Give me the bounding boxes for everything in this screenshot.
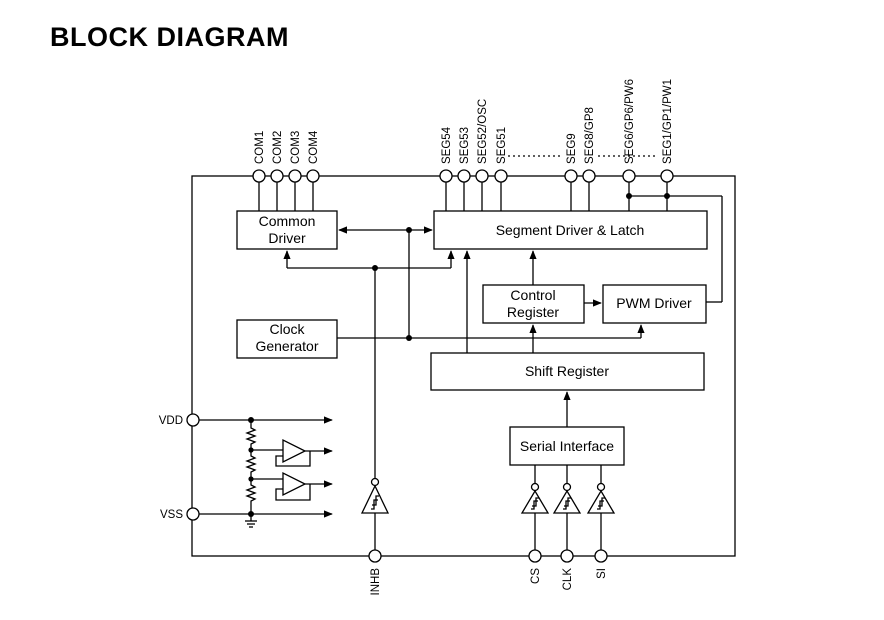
label-inhb: INHB (370, 568, 382, 596)
pin-circles (186, 169, 674, 563)
common-driver-label-1: Common (259, 213, 316, 229)
pin-seg9 (564, 169, 578, 183)
left-pin-labels: VDD VSS (159, 415, 184, 521)
pin-seg8 (582, 169, 596, 183)
label-cs: CS (530, 568, 542, 584)
label-seg9: SEG9 (566, 133, 578, 164)
label-com1: COM1 (254, 131, 266, 164)
label-vdd: VDD (159, 415, 183, 427)
segment-driver-label: Segment Driver & Latch (496, 222, 645, 238)
label-vss: VSS (160, 509, 183, 521)
pin-com1 (252, 169, 266, 183)
serial-interface-block: Serial Interface (509, 426, 625, 466)
label-seg6-gp6-pw6: SEG6/GP6/PW6 (624, 79, 636, 164)
pin-clk (560, 549, 574, 563)
input-buffers (360, 477, 616, 550)
clock-generator-label-2: Generator (255, 338, 318, 354)
pin-seg52 (475, 169, 489, 183)
label-seg8-gp8: SEG8/GP8 (584, 107, 596, 164)
shift-register-label: Shift Register (525, 363, 609, 379)
serial-interface-label: Serial Interface (520, 438, 614, 454)
label-com4: COM4 (308, 130, 320, 164)
control-register-label-1: Control (510, 287, 555, 303)
internal-wiring (283, 226, 645, 483)
clock-generator-label-1: Clock (269, 321, 305, 337)
label-seg53: SEG53 (459, 127, 471, 164)
shift-register-block: Shift Register (430, 352, 705, 391)
common-driver-block: Common Driver (236, 210, 338, 250)
segment-driver-block: Segment Driver & Latch (433, 210, 708, 250)
top-pin-labels: COM1 COM2 COM3 COM4 SEG54 SEG53 SEG52/OS… (254, 79, 674, 164)
pwm-driver-block: PWM Driver (602, 284, 707, 324)
bottom-pin-labels: INHB CS CLK SI (370, 568, 608, 596)
label-com3: COM3 (290, 131, 302, 164)
pin-vss (186, 507, 200, 521)
pin-seg54 (439, 169, 453, 183)
pin-si (594, 549, 608, 563)
pin-seg1 (660, 169, 674, 183)
pwm-driver-label: PWM Driver (616, 295, 692, 311)
label-seg52-osc: SEG52/OSC (477, 99, 489, 164)
label-seg51: SEG51 (496, 127, 508, 164)
label-clk: CLK (562, 568, 574, 591)
pin-com4 (306, 169, 320, 183)
power-circuit (199, 416, 333, 528)
pin-seg6 (622, 169, 636, 183)
pin-seg53 (457, 169, 471, 183)
control-register-block: Control Register (482, 284, 585, 324)
pin-inhb (368, 549, 382, 563)
clock-generator-block: Clock Generator (236, 319, 338, 359)
label-seg1-gp1-pw1: SEG1/GP1/PW1 (662, 79, 674, 164)
common-driver-label-2: Driver (268, 230, 306, 246)
pin-seg51 (494, 169, 508, 183)
label-com2: COM2 (272, 131, 284, 164)
page-title: BLOCK DIAGRAM (50, 22, 289, 52)
label-seg54: SEG54 (441, 126, 453, 164)
pin-com3 (288, 169, 302, 183)
pin-cs (528, 549, 542, 563)
label-si: SI (596, 568, 608, 579)
top-pin-stubs (258, 155, 723, 303)
pin-vdd (186, 413, 200, 427)
pin-com2 (270, 169, 284, 183)
control-register-label-2: Register (507, 304, 559, 320)
